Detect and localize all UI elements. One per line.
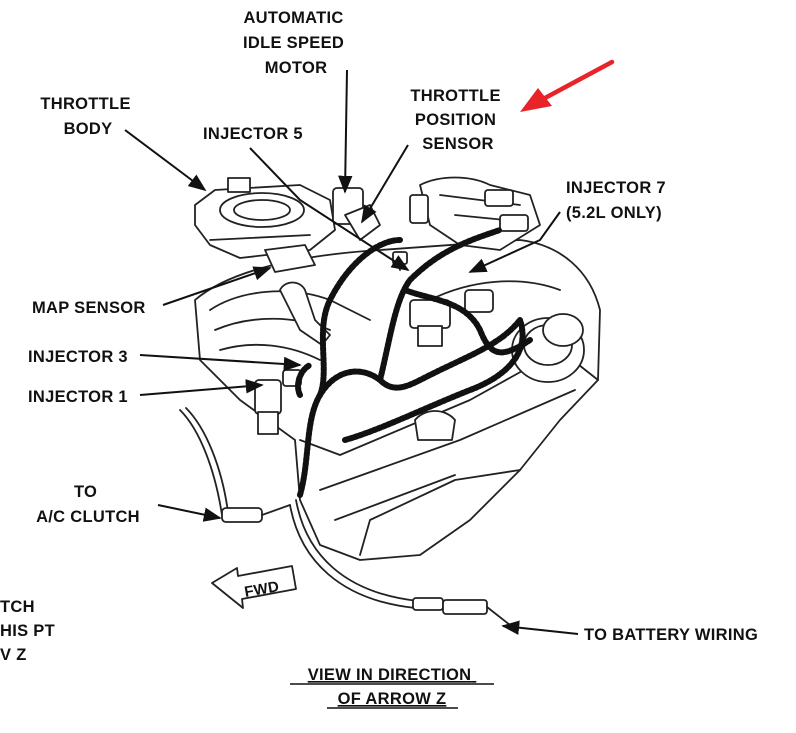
leader-injector7 xyxy=(468,211,561,273)
leader-injector5 xyxy=(249,147,410,271)
leader-injector1 xyxy=(139,379,264,396)
fwd-arrow: FWD xyxy=(211,565,297,609)
wiring-harness xyxy=(295,227,533,498)
label-injector7: INJECTOR 7 (5.2L ONLY) xyxy=(566,179,671,222)
leader-map-sensor xyxy=(162,266,272,306)
leader-lines xyxy=(124,69,579,635)
label-throttle-body: THROTTLE BODY xyxy=(40,95,135,138)
leader-ac-clutch xyxy=(157,504,222,522)
label-ais-motor: AUTOMATIC IDLE SPEED MOTOR xyxy=(243,9,349,77)
leader-throttle-body xyxy=(124,129,207,192)
red-highlight-arrow xyxy=(520,59,615,112)
engine-illustration xyxy=(179,176,601,626)
leader-battery xyxy=(501,620,579,635)
label-battery: TO BATTERY WIRING xyxy=(584,626,758,644)
label-partial-cutoff: TCH HIS PT V Z xyxy=(0,598,60,664)
label-injector5: INJECTOR 5 xyxy=(203,125,303,143)
label-tps: THROTTLE POSITION SENSOR xyxy=(410,87,505,153)
leader-tps xyxy=(361,144,409,224)
label-map-sensor: MAP SENSOR xyxy=(32,299,146,317)
view-caption: VIEW IN DIRECTION OF ARROW Z xyxy=(308,666,477,708)
label-injector1: INJECTOR 1 xyxy=(28,388,128,406)
leader-ais-motor xyxy=(338,69,353,194)
leader-injector3 xyxy=(139,354,302,372)
label-injector3: INJECTOR 3 xyxy=(28,348,128,366)
label-ac-clutch: TO A/C CLUTCH xyxy=(36,483,140,526)
fwd-label: FWD xyxy=(243,578,280,601)
labels: AUTOMATIC IDLE SPEED MOTOR THROTTLE BODY… xyxy=(0,9,758,709)
